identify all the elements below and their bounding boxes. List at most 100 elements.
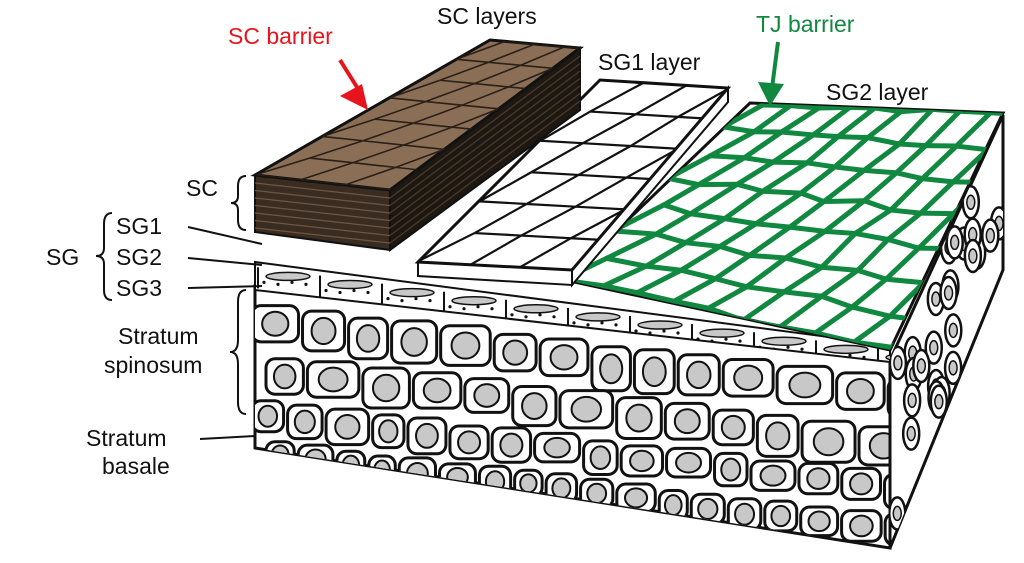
keratohyalin-granule <box>338 290 342 295</box>
tight-junction <box>707 129 757 159</box>
corneocyte-border <box>403 126 453 146</box>
cell-border <box>418 232 476 263</box>
tight-junction <box>781 264 825 295</box>
nucleus <box>551 477 572 500</box>
tight-junction <box>821 198 867 205</box>
tight-junction <box>707 153 747 161</box>
nucleus <box>948 360 958 376</box>
nucleus <box>966 194 976 211</box>
tight-junction <box>855 267 889 282</box>
stratum-spinosum-label-line1: Stratum <box>118 323 199 349</box>
nucleus <box>473 383 501 408</box>
tight-junction <box>747 252 789 261</box>
keratohyalin-granule <box>262 280 266 284</box>
cell-border <box>575 205 626 211</box>
labels: SC barrier SC layers SG1 layer TJ barrie… <box>46 3 929 479</box>
tight-junction <box>671 276 718 304</box>
nucleus <box>521 392 548 420</box>
cell-border <box>578 173 627 179</box>
keratohyalin-granule <box>324 288 328 293</box>
tight-junction <box>812 304 855 336</box>
nucleus <box>422 377 452 404</box>
keratohyalin-granule <box>386 297 390 301</box>
tight-junction <box>787 199 827 230</box>
corneocyte-border <box>403 144 445 151</box>
cell-border <box>540 139 583 145</box>
cell-border <box>526 202 576 208</box>
tight-junction <box>722 216 759 227</box>
tight-junction <box>883 245 922 282</box>
tight-junction <box>916 211 957 251</box>
corneocyte-border <box>344 166 396 186</box>
nucleus <box>893 355 903 371</box>
granular-nucleus <box>699 328 745 338</box>
corneocyte-border <box>474 82 509 88</box>
cell-border <box>570 208 626 240</box>
stratum-spinosum-label-line2: spinosum <box>104 352 202 378</box>
nucleus <box>261 310 290 337</box>
cell-border <box>519 237 572 269</box>
nucleus <box>675 451 703 474</box>
granular-nucleus <box>637 320 683 330</box>
keratohyalin-granule <box>400 299 404 303</box>
sg3-label: SG3 <box>116 275 162 301</box>
corneocyte-border <box>322 135 363 142</box>
sc-sublayer <box>389 85 581 229</box>
keratohyalin-granule <box>800 347 804 351</box>
tight-junction <box>852 230 891 242</box>
granular-nucleus <box>389 287 435 298</box>
nucleus <box>371 373 401 403</box>
cell-border <box>520 205 577 237</box>
tight-junction <box>671 298 712 311</box>
granular-nucleus <box>327 279 373 290</box>
nucleus <box>484 470 506 494</box>
nucleus <box>770 504 792 528</box>
tight-junction <box>643 240 689 269</box>
sc-sublayer <box>254 189 391 207</box>
tight-junction <box>819 293 855 310</box>
tight-junction <box>865 109 904 141</box>
tight-junction <box>712 252 753 282</box>
corneocyte-border <box>473 64 522 85</box>
granular-nucleus <box>451 295 497 306</box>
nucleus <box>949 234 960 251</box>
tight-junction <box>861 167 899 176</box>
cell-border <box>539 110 591 142</box>
nucleus <box>257 404 279 428</box>
keratohyalin-granule <box>448 305 452 309</box>
corneocyte-border <box>362 139 404 146</box>
corneocyte-border <box>413 104 463 124</box>
tight-junction <box>653 211 694 237</box>
sc-barrier-arrow <box>338 58 368 110</box>
tight-junction <box>861 141 902 173</box>
tight-junction <box>722 188 766 222</box>
tight-junction <box>678 267 718 282</box>
keratohyalin-granule <box>490 307 494 311</box>
granular-nucleus <box>265 271 311 282</box>
tight-junction <box>832 135 871 170</box>
tight-junction <box>760 103 793 109</box>
nucleus <box>355 324 381 353</box>
tight-junction <box>717 221 759 249</box>
nucleus <box>673 408 701 435</box>
granular-strip <box>254 260 891 364</box>
tight-junction <box>821 167 867 205</box>
tight-junction <box>720 103 766 130</box>
keratohyalin-granule <box>538 313 542 317</box>
nucleus <box>968 248 978 264</box>
stratum-basale-label-line1: Stratum <box>86 425 167 451</box>
keratohyalin-granule <box>600 321 604 325</box>
tight-junction <box>804 160 838 170</box>
nucleus <box>849 514 874 538</box>
nucleus <box>624 487 649 509</box>
corneocyte-border <box>374 100 426 120</box>
cell-border <box>590 110 636 116</box>
tight-junction <box>683 240 723 249</box>
cell-border <box>578 145 632 176</box>
tj-barrier-label: TJ barrier <box>756 11 855 37</box>
cell-border <box>479 200 527 206</box>
keratohyalin-granule <box>290 280 294 284</box>
nucleus <box>586 482 608 505</box>
corneocyte-border <box>461 86 509 106</box>
tight-junction <box>865 135 902 147</box>
